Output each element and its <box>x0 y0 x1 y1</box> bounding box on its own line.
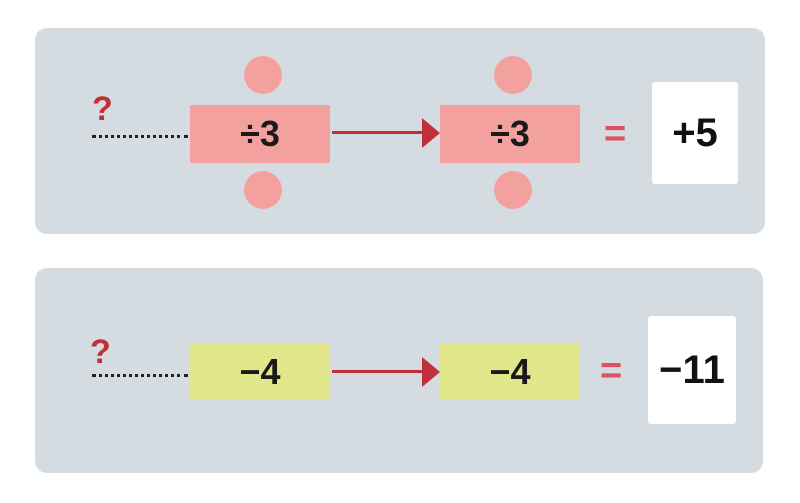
result-box: −11 <box>648 316 736 424</box>
arrow-line <box>332 131 424 134</box>
decor-circle <box>244 171 282 209</box>
arrow-line <box>332 370 424 373</box>
decor-circle <box>244 56 282 94</box>
operation-box-2: ÷3 <box>440 105 580 163</box>
dotted-line <box>92 135 188 138</box>
dotted-line <box>92 374 188 377</box>
equals-sign: = <box>600 350 623 392</box>
decor-circle <box>494 171 532 209</box>
operation-box-1: ÷3 <box>190 105 330 163</box>
operation-box-2: −4 <box>440 344 580 400</box>
operation-box-1: −4 <box>190 344 330 400</box>
unknown-question-mark: ? <box>92 90 113 128</box>
arrow-head-icon <box>422 357 440 387</box>
decor-circle <box>494 56 532 94</box>
arrow-head-icon <box>422 118 440 148</box>
equals-sign: = <box>604 113 627 155</box>
unknown-question-mark: ? <box>90 333 111 371</box>
result-box: +5 <box>652 82 738 184</box>
